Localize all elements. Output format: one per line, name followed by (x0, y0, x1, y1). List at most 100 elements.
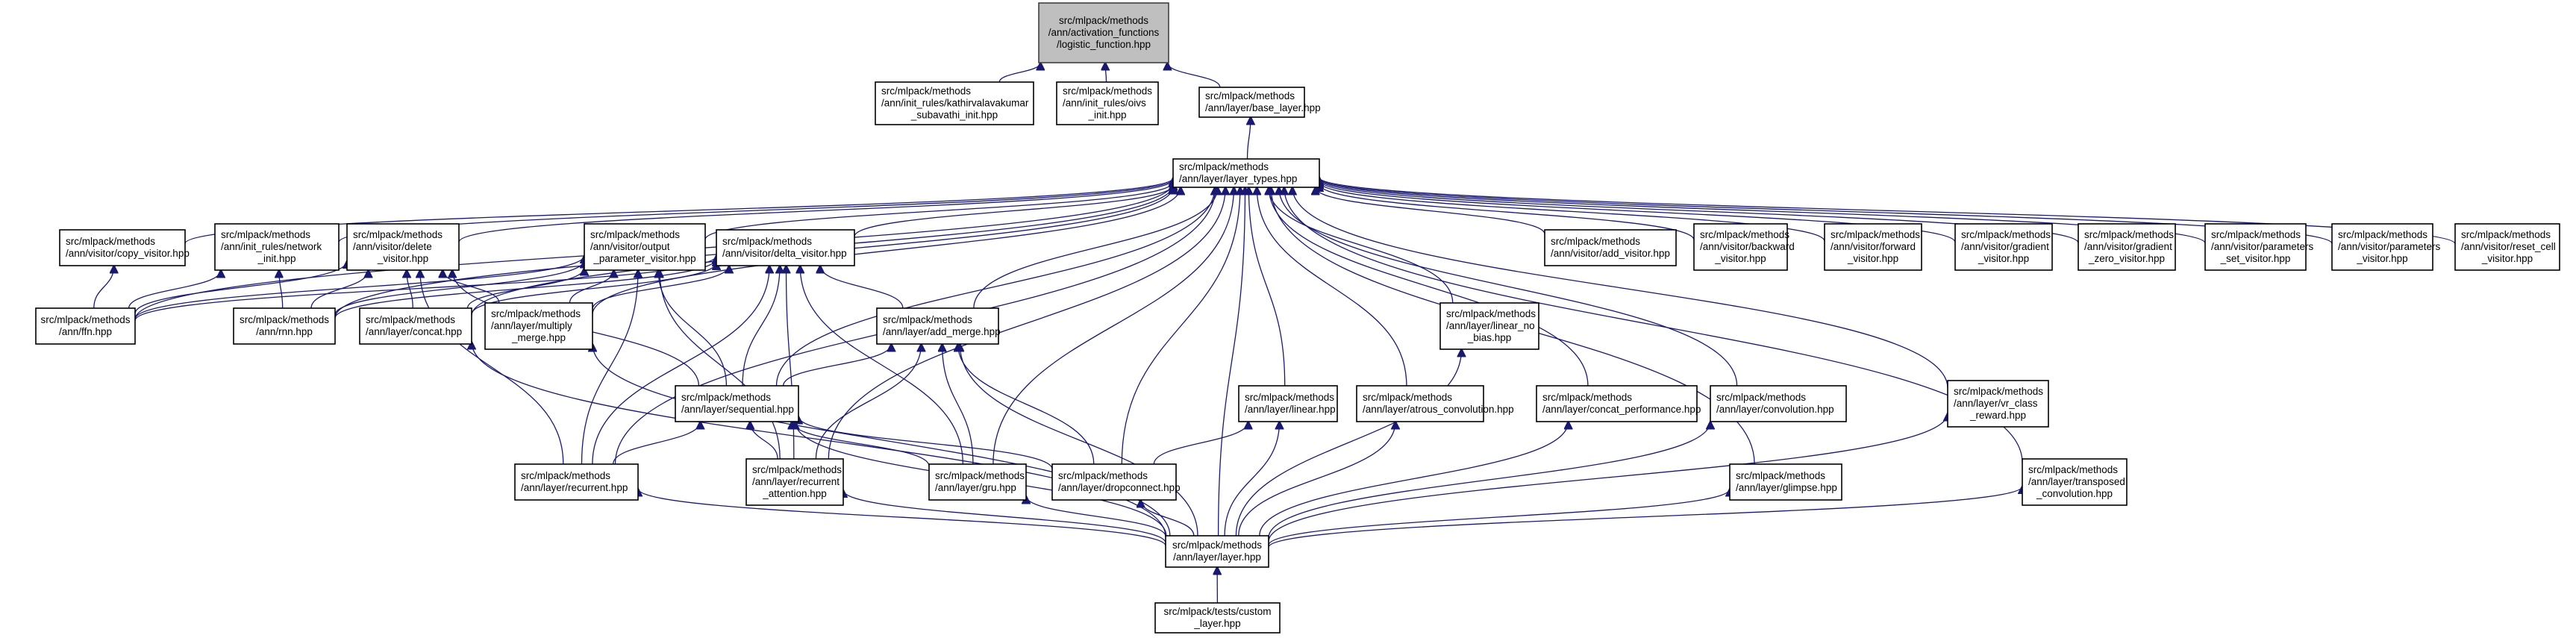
node-box[interactable] (1536, 385, 1698, 422)
node-label-line: src/mlpack/methods (491, 308, 581, 319)
node-base-layer[interactable]: src/mlpack/methods/ann/layer/base_layer.… (1198, 87, 1321, 118)
node-logistic[interactable]: src/mlpack/methods/ann/activation_functi… (1038, 2, 1169, 63)
node-output-parameter-visitor[interactable]: src/mlpack/methods/ann/visitor/output_pa… (584, 223, 706, 271)
node-glimpse[interactable]: src/mlpack/methods/ann/layer/glimpse.hpp (1729, 463, 1842, 501)
node-box[interactable] (233, 307, 336, 345)
node-box[interactable] (1038, 2, 1169, 63)
node-delta-visitor[interactable]: src/mlpack/methods/ann/visitor/delta_vis… (716, 229, 855, 266)
node-box[interactable] (1439, 302, 1539, 350)
edge-layer-to-linear_no_bias (1235, 349, 1461, 537)
node-box[interactable] (1154, 602, 1281, 634)
node-box[interactable] (1544, 229, 1677, 266)
edge-layer-to-concat (472, 342, 1166, 537)
node-label-line: _subavathi_init.hpp (910, 110, 998, 121)
node-box[interactable] (1824, 223, 1922, 271)
edge-layer_types-to-base_layer (1248, 117, 1251, 160)
edge-layer-to-atrous_convolution (1238, 422, 1395, 537)
node-label-line: _layer.hpp (1193, 618, 1240, 629)
edge-base_layer-to-logistic (1167, 63, 1221, 88)
node-box[interactable] (214, 223, 340, 271)
node-label-line: src/mlpack/methods (1700, 229, 1789, 240)
edge-add_merge-to-delta_visitor (820, 266, 904, 309)
edge-rnn-to-network_init (279, 270, 283, 309)
node-box[interactable] (1056, 81, 1159, 125)
node-add-visitor[interactable]: src/mlpack/methods/ann/visitor/add_visit… (1544, 229, 1677, 266)
node-oivs[interactable]: src/mlpack/methods/ann/init_rules/oivs_i… (1056, 81, 1159, 125)
node-box[interactable] (1947, 380, 2049, 428)
edge-gru-to-delta_visitor (800, 266, 963, 465)
node-recurrent[interactable]: src/mlpack/methods/ann/layer/recurrent.h… (514, 463, 639, 501)
node-box[interactable] (1954, 223, 2053, 271)
node-box[interactable] (745, 458, 844, 506)
edge-layer-to-vr_class_reward (1268, 413, 1948, 542)
node-box[interactable] (1051, 463, 1177, 501)
node-box[interactable] (2078, 223, 2176, 271)
node-label-line: src/mlpack/methods (881, 86, 971, 97)
edge-ffn-to-network_init (128, 270, 221, 309)
node-linear-no-bias[interactable]: src/mlpack/methods/ann/layer/linear_no_b… (1439, 302, 1539, 350)
node-box[interactable] (1238, 385, 1338, 422)
node-box[interactable] (1165, 535, 1269, 568)
node-gradient-zero-visitor[interactable]: src/mlpack/methods/ann/visitor/gradient_… (2078, 223, 2176, 271)
node-dropconnect[interactable]: src/mlpack/methods/ann/layer/dropconnect… (1051, 463, 1181, 501)
node-backward-visitor[interactable]: src/mlpack/methods/ann/visitor/backward_… (1693, 223, 1795, 271)
node-custom-layer[interactable]: src/mlpack/tests/custom_layer.hpp (1154, 602, 1281, 634)
node-layer-types[interactable]: src/mlpack/methods/ann/layer/layer_types… (1172, 158, 1320, 188)
node-ffn[interactable]: src/mlpack/methods/ann/ffn.hpp (35, 307, 136, 345)
node-box[interactable] (2204, 223, 2307, 271)
node-linear[interactable]: src/mlpack/methods/ann/layer/linear.hpp (1238, 385, 1338, 422)
node-multiply-merge[interactable]: src/mlpack/methods/ann/layer/multiply_me… (484, 302, 593, 350)
node-rnn[interactable]: src/mlpack/methods/ann/rnn.hpp (233, 307, 336, 345)
node-vr-class-reward[interactable]: src/mlpack/methods/ann/layer/vr_class_re… (1947, 380, 2049, 428)
node-gru[interactable]: src/mlpack/methods/ann/layer/gru.hpp (928, 463, 1027, 501)
node-box[interactable] (1693, 223, 1788, 271)
node-recurrent-attention[interactable]: src/mlpack/methods/ann/layer/recurrent_a… (745, 458, 844, 506)
node-label-line: /ann/layer/gru.hpp (935, 482, 1016, 493)
node-box[interactable] (2454, 223, 2560, 271)
node-concat[interactable]: src/mlpack/methods/ann/layer/concat.hpp (359, 307, 472, 345)
node-parameters-visitor[interactable]: src/mlpack/methods/ann/visitor/parameter… (2331, 223, 2441, 271)
node-box[interactable] (876, 307, 999, 345)
node-atrous-convolution[interactable]: src/mlpack/methods/ann/layer/atrous_conv… (1356, 385, 1514, 422)
edge-sequential-to-layer_types (775, 187, 1216, 387)
node-box[interactable] (875, 81, 1034, 125)
node-box[interactable] (1356, 385, 1484, 422)
node-box[interactable] (1172, 158, 1320, 188)
edge-delta_visitor-to-layer_types (854, 185, 1173, 237)
node-delete-visitor[interactable]: src/mlpack/methods/ann/visitor/delete_vi… (346, 223, 460, 271)
node-gradient-visitor[interactable]: src/mlpack/methods/ann/visitor/gradient_… (1954, 223, 2053, 271)
node-box[interactable] (584, 223, 706, 271)
node-box[interactable] (1729, 463, 1842, 501)
node-copy-visitor[interactable]: src/mlpack/methods/ann/visitor/copy_visi… (59, 229, 190, 266)
node-kathir[interactable]: src/mlpack/methods/ann/init_rules/kathir… (875, 81, 1034, 125)
node-label-line: _convolution.hpp (2036, 488, 2113, 499)
node-box[interactable] (2331, 223, 2433, 271)
node-box[interactable] (35, 307, 136, 345)
node-box[interactable] (484, 302, 593, 350)
edge-dropconnect-to-add_merge (958, 344, 1095, 465)
node-convolution[interactable]: src/mlpack/methods/ann/layer/convolution… (1710, 385, 1847, 422)
node-concat-performance[interactable]: src/mlpack/methods/ann/layer/concat_perf… (1536, 385, 1701, 422)
node-box[interactable] (514, 463, 639, 501)
node-box[interactable] (716, 229, 855, 266)
node-label-line: /ann/layer/layer_types.hpp (1179, 173, 1297, 184)
node-box[interactable] (359, 307, 472, 345)
node-box[interactable] (675, 385, 799, 422)
node-label-line: /ann/visitor/delete (353, 241, 432, 252)
node-box[interactable] (346, 223, 460, 271)
node-box[interactable] (1198, 87, 1305, 118)
node-parameters-set-visitor[interactable]: src/mlpack/methods/ann/visitor/parameter… (2204, 223, 2314, 271)
node-add-merge[interactable]: src/mlpack/methods/ann/layer/add_merge.h… (876, 307, 1001, 345)
node-label-line: /ann/layer/convolution.hpp (1716, 404, 1834, 415)
node-network-init[interactable]: src/mlpack/methods/ann/init_rules/networ… (214, 223, 340, 271)
node-box[interactable] (1710, 385, 1847, 422)
node-box[interactable] (928, 463, 1027, 501)
node-reset-cell-visitor[interactable]: src/mlpack/methods/ann/visitor/reset_cel… (2454, 223, 2560, 271)
node-forward-visitor[interactable]: src/mlpack/methods/ann/visitor/forward_v… (1824, 223, 1922, 271)
node-transposed-convolution[interactable]: src/mlpack/methods/ann/layer/transposed_… (2022, 458, 2128, 506)
node-layer[interactable]: src/mlpack/methods/ann/layer/layer.hpp (1165, 535, 1269, 568)
node-box[interactable] (2022, 458, 2128, 506)
node-sequential[interactable]: src/mlpack/methods/ann/layer/sequential.… (675, 385, 799, 422)
node-label-line: src/mlpack/methods (2028, 464, 2118, 475)
node-box[interactable] (59, 229, 186, 266)
